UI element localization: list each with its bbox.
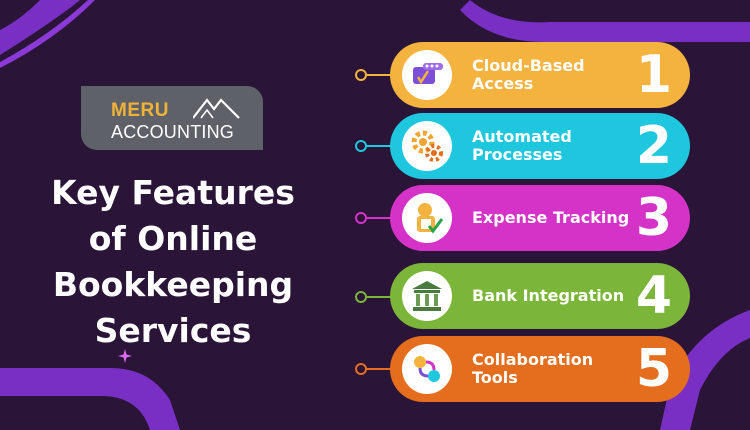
title-line: Services <box>94 311 252 350</box>
feature-cloud-based-access: Cloud-Based Access 1 <box>390 42 690 108</box>
feature-automated-processes: Automated Processes 2 <box>390 113 690 179</box>
feature-collaboration-tools: Collaboration Tools 5 <box>390 336 690 402</box>
feature-label: Expense Tracking <box>472 208 630 227</box>
feature-number: 5 <box>635 339 672 399</box>
connector-3 <box>355 212 394 224</box>
logo-text-accounting: ACCOUNTING <box>111 122 234 142</box>
feature-number: 4 <box>635 266 672 326</box>
top-left-decoration <box>0 0 95 68</box>
company-logo: MERU ACCOUNTING <box>81 86 263 150</box>
feature-icon-circle <box>402 271 452 321</box>
connector-2 <box>355 140 394 152</box>
feature-label: Bank Integration <box>472 286 625 305</box>
title-line: Key Features <box>51 173 295 212</box>
connector-4 <box>355 291 394 303</box>
collaboration-icon <box>414 356 440 382</box>
title-line: of Online <box>88 219 258 258</box>
bottom-left-decoration <box>0 368 180 430</box>
bank-icon <box>412 281 442 311</box>
connector-5 <box>355 363 394 375</box>
feature-label: Collaboration Tools <box>472 350 594 387</box>
feature-expense-tracking: Expense Tracking 3 <box>390 185 690 251</box>
connector-1 <box>355 69 394 81</box>
document-check-icon <box>417 203 444 234</box>
mountain-logo-icon <box>193 98 240 119</box>
feature-icon-circle <box>402 50 452 100</box>
feature-label: Automated Processes <box>472 127 572 164</box>
cloud-security-icon <box>413 63 443 85</box>
feature-number: 1 <box>635 45 672 105</box>
feature-icon-circle <box>402 193 452 243</box>
page-title: Key Features of Online Bookkeeping Servi… <box>28 170 318 354</box>
logo-text-meru: MERU <box>111 100 169 121</box>
feature-number: 2 <box>635 116 672 176</box>
feature-icon-circle <box>402 121 452 171</box>
feature-icon-circle <box>402 344 452 394</box>
title-line: Bookkeeping <box>52 265 294 304</box>
feature-bank-integration: Bank Integration 4 <box>390 263 690 329</box>
gears-icon <box>411 130 443 162</box>
feature-number: 3 <box>635 188 672 248</box>
feature-label: Cloud-Based Access <box>472 56 585 93</box>
